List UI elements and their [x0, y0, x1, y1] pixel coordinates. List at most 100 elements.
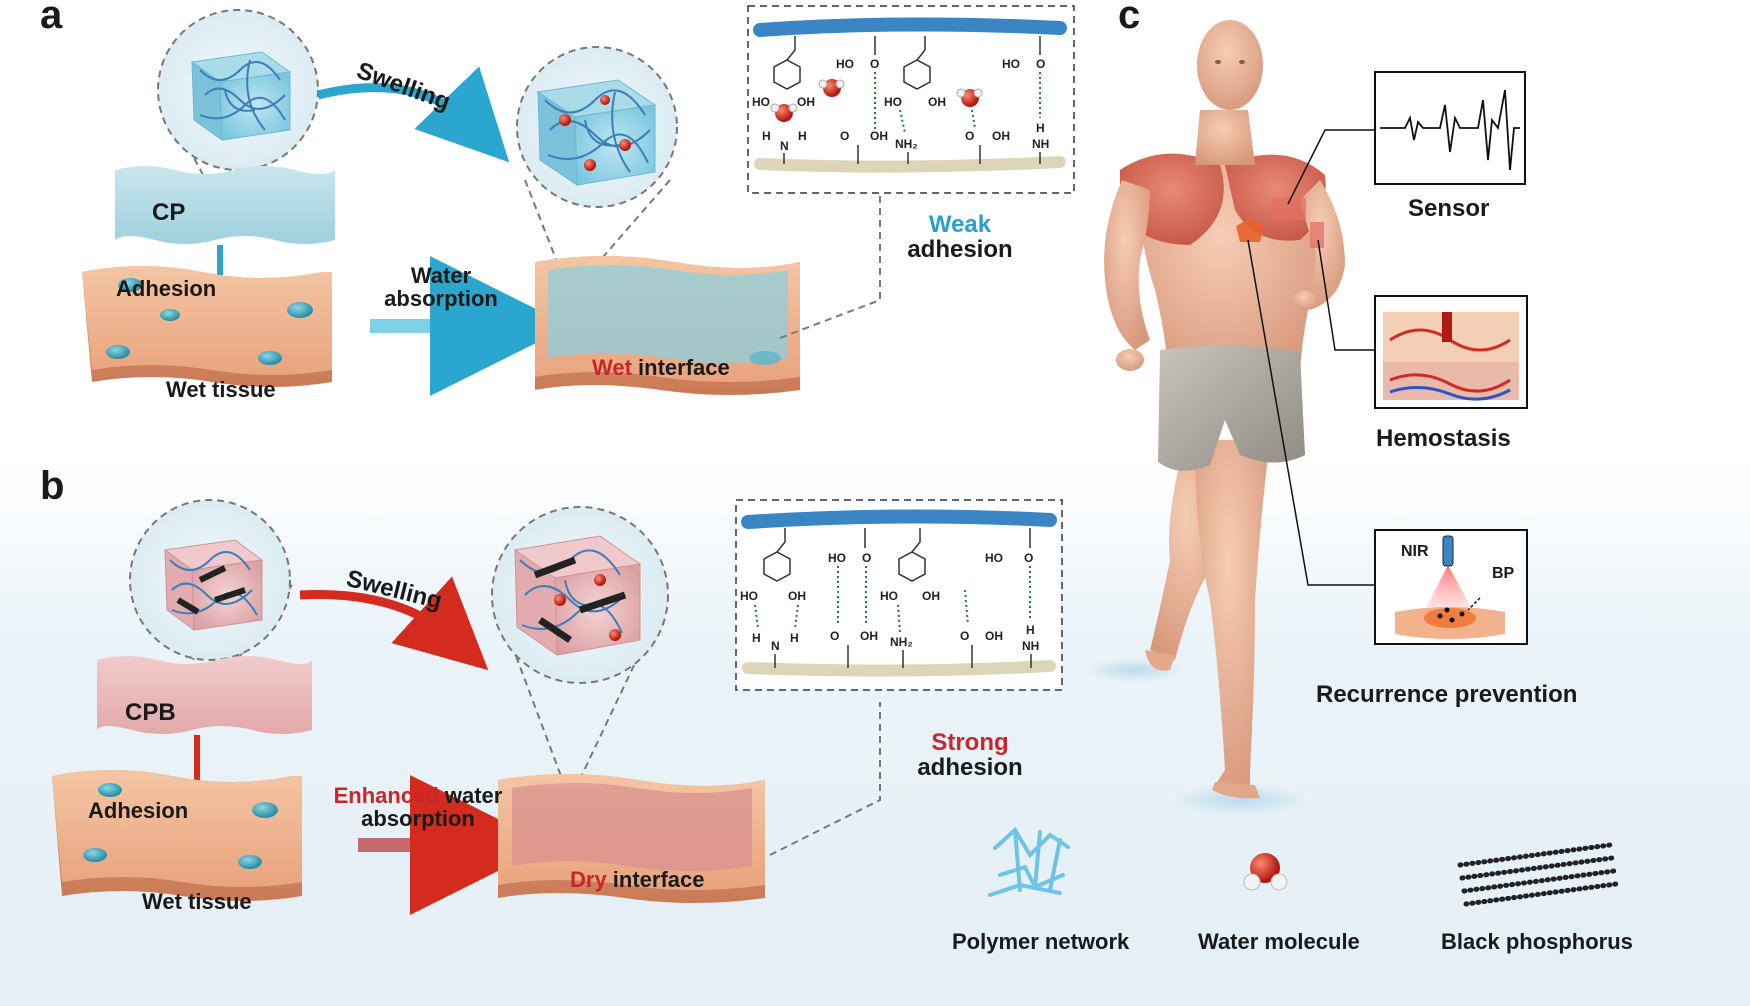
- panel-b-letter: b: [40, 464, 65, 508]
- cp-film-label: CP: [152, 199, 186, 226]
- svg-text:H: H: [1026, 623, 1035, 637]
- cpb-film: [97, 656, 312, 734]
- svg-text:OH: OH: [860, 629, 878, 643]
- water-absorption-line1: Water: [410, 263, 472, 288]
- svg-text:N: N: [771, 639, 780, 653]
- carboxyl-group-2: O OH: [956, 88, 1010, 164]
- swollen-cp-cube-icon: [536, 79, 657, 186]
- wet-interface-rest: interface: [631, 355, 730, 380]
- catechol-group-b1: HO OH H N H: [740, 528, 806, 668]
- svg-text:OH: OH: [870, 129, 888, 143]
- panel-a-letter: a: [40, 0, 63, 37]
- legend-icons: [988, 826, 1619, 907]
- enhanced-absorption-rest: water: [438, 783, 503, 808]
- recurrence-leader-line: [1247, 239, 1375, 586]
- cp-hydrogel-cube-icon: [190, 51, 292, 141]
- carboxyl-group-1: HO O O OH: [818, 36, 888, 164]
- panel-c: [1085, 20, 1528, 816]
- sensor-label: Sensor: [1408, 195, 1490, 222]
- wet-interface-label: Wet interface: [592, 356, 730, 379]
- adhesion-label-b: Adhesion: [88, 798, 189, 823]
- weak-adhesion-rest: adhesion: [907, 236, 1013, 264]
- catechol-group-2: HO OH NH₂: [884, 36, 946, 164]
- svg-text:HO: HO: [985, 551, 1003, 565]
- svg-text:H: H: [798, 129, 807, 143]
- panel-b: [52, 499, 881, 915]
- sensor-waveform: [1380, 89, 1520, 171]
- svg-text:HO: HO: [740, 589, 758, 603]
- connector-a: [779, 185, 881, 339]
- cp-zoom-circle: [157, 9, 319, 211]
- enhanced-absorption-line2: absorption: [361, 806, 475, 832]
- legend-water-molecule-label: Water molecule: [1198, 929, 1360, 954]
- tumor-patch: [1236, 218, 1264, 242]
- wet-tissue-b: [52, 770, 302, 901]
- hemostasis-leader-line: [1317, 239, 1375, 351]
- weak-adhesion-label: Weak adhesion: [895, 212, 1025, 262]
- svg-text:N: N: [780, 139, 789, 153]
- svg-text:OH: OH: [985, 629, 1003, 643]
- cpb-zoom-circle: [129, 499, 293, 691]
- svg-text:H: H: [752, 631, 761, 645]
- svg-text:O: O: [870, 57, 879, 71]
- interface-chemistry-b: HO OH H N H HO O O OH HO OH NH₂: [735, 499, 1063, 691]
- svg-text:O: O: [830, 629, 839, 643]
- svg-text:O: O: [840, 129, 849, 143]
- sensor-patch: [1272, 198, 1306, 220]
- catechol-group-1: HO OH H N H: [752, 36, 815, 164]
- strong-adhesion-highlight: Strong: [931, 729, 1009, 756]
- dry-interface-rest: interface: [606, 867, 705, 892]
- bp-label: BP: [1492, 565, 1515, 582]
- svg-text:HO: HO: [884, 95, 902, 109]
- wet-interface-tissue: [535, 256, 800, 395]
- svg-text:HO: HO: [1002, 57, 1020, 71]
- strong-adhesion-label: Strong adhesion: [900, 730, 1040, 780]
- swelling-arrow-b: [299, 576, 489, 671]
- wet-tissue-a: [82, 266, 332, 387]
- carboxyl-group-b2: HO O O OH H NH: [960, 528, 1039, 668]
- wet-interface-highlight: Wet: [592, 355, 632, 380]
- svg-text:O: O: [960, 629, 969, 643]
- svg-text:O: O: [965, 129, 974, 143]
- weak-adhesion-highlight: Weak: [928, 211, 992, 238]
- svg-text:HO: HO: [836, 57, 854, 71]
- panel-c-letter: c: [1118, 0, 1141, 37]
- svg-text:OH: OH: [788, 589, 806, 603]
- dry-interface-highlight: Dry: [570, 867, 607, 892]
- swelling-arrow-a: [316, 66, 510, 163]
- cp-film: [115, 166, 335, 244]
- water-molecule-icon: [1243, 853, 1288, 891]
- svg-text:H: H: [762, 129, 771, 143]
- swollen-cp-zoom-circle: [516, 46, 678, 296]
- panel-a: [82, 9, 881, 396]
- water-absorption-line2: absorption: [384, 286, 498, 312]
- cpb-film-label: CPB: [125, 699, 176, 726]
- enhanced-absorption-highlight: Enhanced: [333, 783, 439, 808]
- svg-text:HO: HO: [752, 95, 770, 109]
- svg-text:OH: OH: [922, 589, 940, 603]
- black-phosphorus-icon: [1457, 842, 1619, 907]
- svg-text:OH: OH: [992, 129, 1010, 143]
- sensor-leader-line: [1287, 129, 1375, 205]
- svg-text:H: H: [1036, 121, 1045, 135]
- connector-b: [769, 702, 881, 856]
- svg-text:NH₂: NH₂: [890, 635, 913, 649]
- nir-label: NIR: [1401, 543, 1429, 560]
- wet-tissue-label-b: Wet tissue: [142, 889, 252, 914]
- recurrence-box: [1374, 529, 1528, 645]
- cpb-hydrogel-cube-icon: [163, 539, 264, 632]
- legend-polymer-network-label: Polymer network: [952, 929, 1130, 954]
- swollen-cpb-cube-icon: [513, 535, 642, 656]
- svg-text:NH: NH: [1022, 639, 1039, 653]
- legend-black-phosphorus-label: Black phosphorus: [1441, 929, 1633, 954]
- catechol-group-b2: HO OH NH₂: [880, 528, 940, 668]
- dry-interface-tissue: [498, 774, 765, 903]
- carboxyl-group-b1: HO O O OH: [828, 528, 878, 668]
- hemostasis-label: Hemostasis: [1376, 425, 1511, 452]
- swollen-cpb-zoom-circle: [491, 506, 669, 801]
- svg-text:H: H: [790, 631, 799, 645]
- nir-laser-icon: [1442, 535, 1454, 567]
- runner-head: [1197, 20, 1263, 110]
- wet-tissue-label-a: Wet tissue: [166, 377, 276, 402]
